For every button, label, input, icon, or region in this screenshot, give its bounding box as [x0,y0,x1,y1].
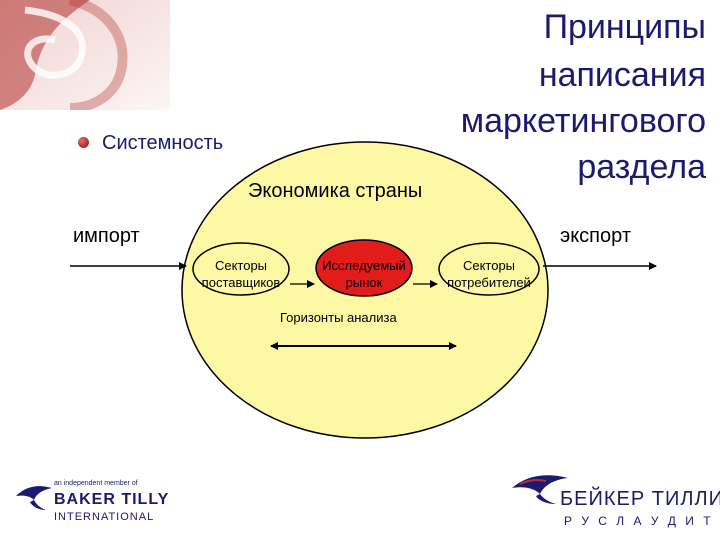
logo-left-tagline: an independent member of [54,480,138,487]
economy-label: Экономика страны [248,180,422,202]
logo-left-name: BAKER TILLY [54,491,170,508]
bullet-icon [78,137,89,148]
title-line-3: маркетингового [460,102,706,140]
title-line-4: раздела [577,148,706,186]
suppliers-label-line1: Секторы [215,258,267,273]
baker-tilly-international-logo: an independent member of BAKER TILLY INT… [14,478,168,528]
suppliers-label-line2: поставщиков [202,275,281,290]
decorative-swirl-icon [0,0,170,110]
market-node [315,239,413,297]
bird-logo-icon [512,475,568,504]
consumers-label-line1: Секторы [463,258,515,273]
import-label: импорт [73,225,140,247]
export-label: экспорт [560,225,631,247]
consumers-label-line2: потребителей [447,275,531,290]
logo-left-subname: INTERNATIONAL [54,511,155,523]
bullet-text: Системность [102,132,224,154]
title-line-2: написания [538,56,706,94]
bird-logo-icon [16,486,52,510]
title-line-1: Принципы [543,8,706,46]
logo-right-subname: Р У С Л А У Д И Т [564,514,714,528]
market-label-line2: рынок [346,275,383,290]
horizons-label: Горизонты анализа [280,310,397,325]
baker-tilly-ruslaudit-logo: БЕЙКЕР ТИЛЛИ Р У С Л А У Д И Т [510,470,720,534]
market-label-line1: Исследуемый [322,258,406,273]
logo-right-name: БЕЙКЕР ТИЛЛИ [560,488,720,510]
consumers-node [438,242,540,296]
suppliers-node [192,242,290,296]
